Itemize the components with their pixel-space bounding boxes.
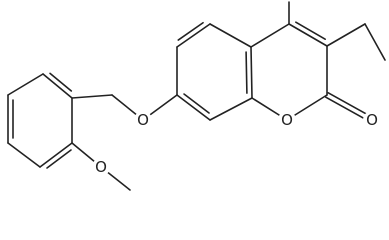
double-bond-inner-C4-C3 [295,21,326,40]
single-bond-C3-Et1 [326,23,366,47]
single-bond-C8-C8a [209,97,253,121]
single-bond-B1-B2 [42,73,73,99]
single-bond-B5-B6 [39,142,73,168]
bond-lines [7,1,386,191]
double-bond-C5-C6 [176,23,211,48]
double-bond-inner-B1-B2 [49,72,73,92]
chemical-structure-diagram: O O O O [7,1,386,191]
single-bond-B2-B3 [7,73,44,96]
single-bond-Et1-Et2 [364,23,386,61]
atom-label-carbonyl-oxygen: O [366,111,378,129]
atom-label-methoxy-oxygen: O [95,158,107,176]
double-bond-inner-C5-C6 [177,21,204,41]
double-bond-inner-C7-C8 [183,93,210,114]
atom-o-methoxy: O [92,158,110,176]
double-bond-C7-C8 [176,94,211,121]
atom-labels: O O O O [92,111,381,176]
double-bond-inner-C8a-C4a [245,51,248,94]
double-bond-C4-C3 [288,23,328,47]
single-bond-C4a-C4 [250,23,290,48]
single-bond-C8a-C4a [250,46,253,99]
double-bond-inner-B5-B6 [46,149,72,169]
atom-o-ring: O [278,111,296,129]
atom-o-carbonyl: O [363,111,381,129]
atom-o-ether: O [134,111,152,129]
atom-label-ring-oxygen: O [281,111,293,129]
single-bond-C4a-C5 [209,23,252,48]
single-bond-B4-B5 [7,142,41,168]
atom-label-ether-oxygen: O [137,111,149,129]
single-bond-CH2-B1 [71,94,113,99]
